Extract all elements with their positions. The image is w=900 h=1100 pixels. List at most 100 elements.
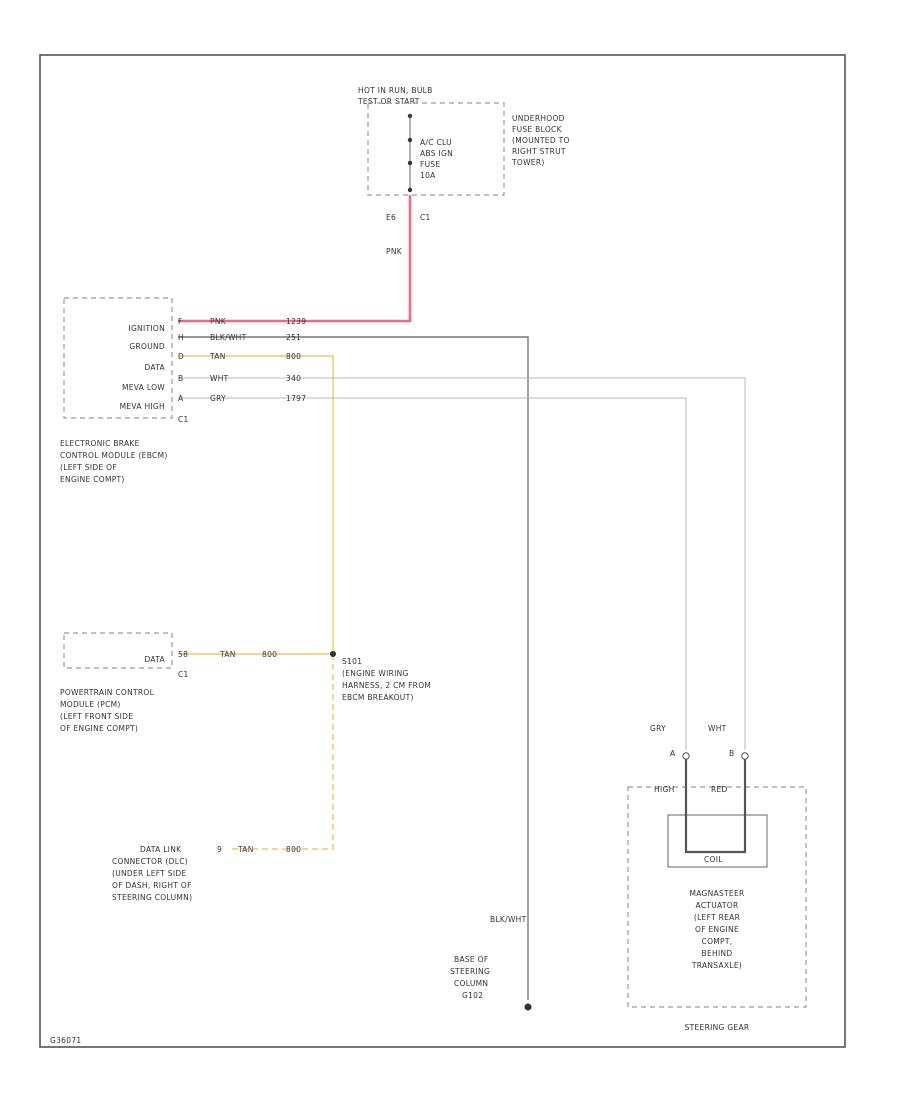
ignition-wire-pnk xyxy=(178,195,412,323)
ground-desc-1: BASE OF xyxy=(454,955,488,964)
ebcm: IGNITION GROUND DATA MEVA LOW MEVA HIGH … xyxy=(60,297,306,484)
actuator-term-b-label: RED xyxy=(711,785,728,794)
meva-low-wire-wht xyxy=(178,377,746,750)
ebcm-desc-4: ENGINE COMPT) xyxy=(60,475,125,484)
coil-box xyxy=(667,814,768,868)
ground-name: G102 xyxy=(462,991,483,1000)
fuse-block-desc-2: FUSE BLOCK xyxy=(512,125,563,134)
fuse-block-desc-4: RIGHT STRUT xyxy=(512,147,566,156)
ebcm-pin-id: A xyxy=(178,394,184,403)
actuator-desc-7: TRANSAXLE) xyxy=(691,961,742,970)
pcm-desc-3: (LEFT FRONT SIDE xyxy=(60,712,133,721)
ebcm-pin-id: B xyxy=(178,374,183,383)
ground-g102: BLK/WHT BASE OF STEERING COLUMN G102 xyxy=(450,915,532,1011)
splice-dot xyxy=(330,651,336,657)
steering-gear-label: STEERING GEAR xyxy=(685,1023,750,1032)
ebcm-desc-3: (LEFT SIDE OF xyxy=(60,463,117,472)
dlc-desc-2: CONNECTOR (DLC) xyxy=(112,857,188,866)
dlc-wire-color: TAN xyxy=(237,845,254,854)
ebcm-pin-id: D xyxy=(178,352,184,361)
pcm-pin-id: 58 xyxy=(178,650,188,659)
splice-name: S101 xyxy=(342,657,362,666)
ebcm-wire-color: BLK/WHT xyxy=(210,333,247,342)
diagram-frame xyxy=(39,54,846,1048)
pcm: DATA 58 TAN 800 C1 POWERTRAIN CONTROL MO… xyxy=(60,632,277,733)
splice-desc-3: EBCM BREAKOUT) xyxy=(342,693,414,702)
fuse-name-1: A/C CLU xyxy=(420,138,452,147)
ground-wire-color: BLK/WHT xyxy=(490,915,527,924)
ground-desc-3: COLUMN xyxy=(454,979,488,988)
dlc-desc-5: STEERING COLUMN) xyxy=(112,893,192,902)
actuator-wire-a-color: GRY xyxy=(650,724,666,733)
actuator-wire-b-color: WHT xyxy=(708,724,727,733)
ebcm-outline xyxy=(63,297,173,419)
ebcm-wire-color: PNK xyxy=(210,317,227,326)
fuse-block-outline xyxy=(367,102,505,196)
data-wire-tan xyxy=(178,355,334,652)
actuator-desc-1: MAGNASTEER xyxy=(689,889,744,898)
fuse-block-desc-5: TOWER) xyxy=(511,158,545,167)
dlc-desc-4: OF DASH, RIGHT OF xyxy=(112,881,192,890)
dlc-circuit-number: 800 xyxy=(286,845,301,854)
fuse-name-2: ABS IGN xyxy=(420,149,453,158)
fuse-pin xyxy=(407,137,413,143)
ebcm-pin-label: DATA xyxy=(144,363,165,372)
fuse-bottom-pin xyxy=(407,187,413,193)
actuator-pin-b: B xyxy=(729,749,734,758)
fuse-rating: 10A xyxy=(420,171,436,180)
fuse-wire-color: PNK xyxy=(386,247,403,256)
ebcm-wire-color: WHT xyxy=(210,374,229,383)
underhood-fuse-block: HOT IN RUN, BULB TEST OR START A/C CLU A… xyxy=(357,86,570,256)
pcm-circuit-number: 800 xyxy=(262,650,277,659)
diagram-code: G36071 xyxy=(50,1036,81,1045)
coil-label: COIL xyxy=(704,855,723,864)
pcm-wire-color: TAN xyxy=(219,650,236,659)
pcm-pin-label: DATA xyxy=(144,655,165,664)
meva-high-wire-gry xyxy=(178,397,687,750)
actuator-desc-3: (LEFT REAR xyxy=(694,913,740,922)
ground-desc-2: STEERING xyxy=(450,967,490,976)
ebcm-wire-color: GRY xyxy=(210,394,226,403)
actuator-pin-a: A xyxy=(670,749,676,758)
dlc-desc-1: DATA LINK xyxy=(140,845,182,854)
fuse-pin xyxy=(407,160,413,166)
actuator-desc-4: OF ENGINE xyxy=(695,925,739,934)
ebcm-desc-1: ELECTRONIC BRAKE xyxy=(60,439,140,448)
coil-winding xyxy=(684,759,747,854)
ebcm-circuit-number: 340 xyxy=(286,374,301,383)
ebcm-pin-id: F xyxy=(178,317,183,326)
actuator-outline xyxy=(627,786,807,1008)
actuator-terminal-b xyxy=(741,752,749,760)
ebcm-circuit-number: 251 xyxy=(286,333,301,342)
ebcm-pin-label: IGNITION xyxy=(128,324,165,333)
pcm-desc-1: POWERTRAIN CONTROL xyxy=(60,688,155,697)
ebcm-circuit-number: 1239 xyxy=(286,317,306,326)
ebcm-pin-label: MEVA HIGH xyxy=(120,402,165,411)
hot-in-run-label: HOT IN RUN, BULB xyxy=(358,86,433,95)
actuator-term-a-label: HIGH xyxy=(654,785,675,794)
magnasteer-actuator: GRY WHT A B HIGH RED COIL MAGNASTEER ACT… xyxy=(627,724,807,1032)
hot-test-start-label: TEST OR START xyxy=(357,97,420,106)
actuator-desc-6: BEHIND xyxy=(702,949,733,958)
ebcm-pin-label: GROUND xyxy=(129,342,165,351)
fuse-block-desc-3: (MOUNTED TO xyxy=(512,136,570,145)
dlc-data-wire-tan xyxy=(228,654,334,850)
splice-s101: S101 (ENGINE WIRING HARNESS, 2 CM FROM E… xyxy=(330,651,431,702)
ebcm-desc-2: CONTROL MODULE (EBCM) xyxy=(60,451,168,460)
fuse-block-desc-1: UNDERHOOD xyxy=(512,114,565,123)
pcm-desc-2: MODULE (PCM) xyxy=(60,700,121,709)
ebcm-pin-label: MEVA LOW xyxy=(122,383,165,392)
actuator-terminal-a xyxy=(682,752,690,760)
fuse-connector-pin: E6 xyxy=(386,213,396,222)
pcm-connector: C1 xyxy=(178,670,189,679)
dlc-pin: 9 xyxy=(217,845,222,854)
fuse-name-3: FUSE xyxy=(420,160,441,169)
actuator-desc-5: COMPT, xyxy=(702,937,733,946)
splice-desc-1: (ENGINE WIRING xyxy=(342,669,409,678)
ground-wire-blk-wht xyxy=(178,336,529,1000)
actuator-desc-2: ACTUATOR xyxy=(696,901,739,910)
splice-desc-2: HARNESS, 2 CM FROM xyxy=(342,681,431,690)
dlc-desc-3: (UNDER LEFT SIDE xyxy=(112,869,187,878)
ebcm-wire-color: TAN xyxy=(209,352,226,361)
